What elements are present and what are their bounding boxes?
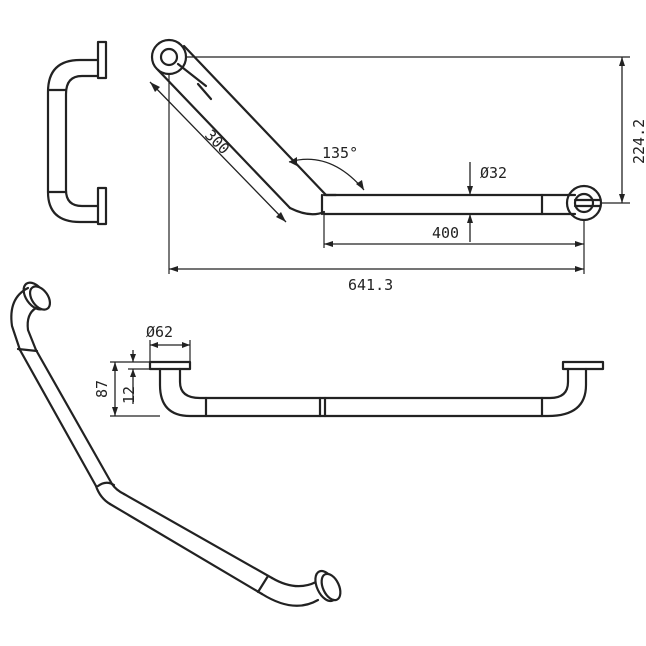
projection-label: 87 — [93, 380, 111, 398]
overall-length-label: 641.3 — [348, 276, 393, 294]
flange-diameter-label: Ø62 — [146, 323, 173, 341]
straight-length-label: 400 — [432, 224, 459, 242]
leg-length-label: 300 — [201, 126, 233, 158]
side-view — [46, 40, 108, 226]
flange-thickness-label: 12 — [120, 386, 138, 404]
isometric-view — [10, 281, 342, 607]
angle-label: 135° — [322, 144, 358, 162]
tube-diameter-label: Ø32 — [480, 164, 507, 182]
overall-height-label: 224.2 — [630, 119, 646, 164]
plan-view: 300 135° Ø32 400 641.3 224.2 — [149, 38, 646, 294]
front-view: Ø62 87 12 — [93, 323, 605, 418]
